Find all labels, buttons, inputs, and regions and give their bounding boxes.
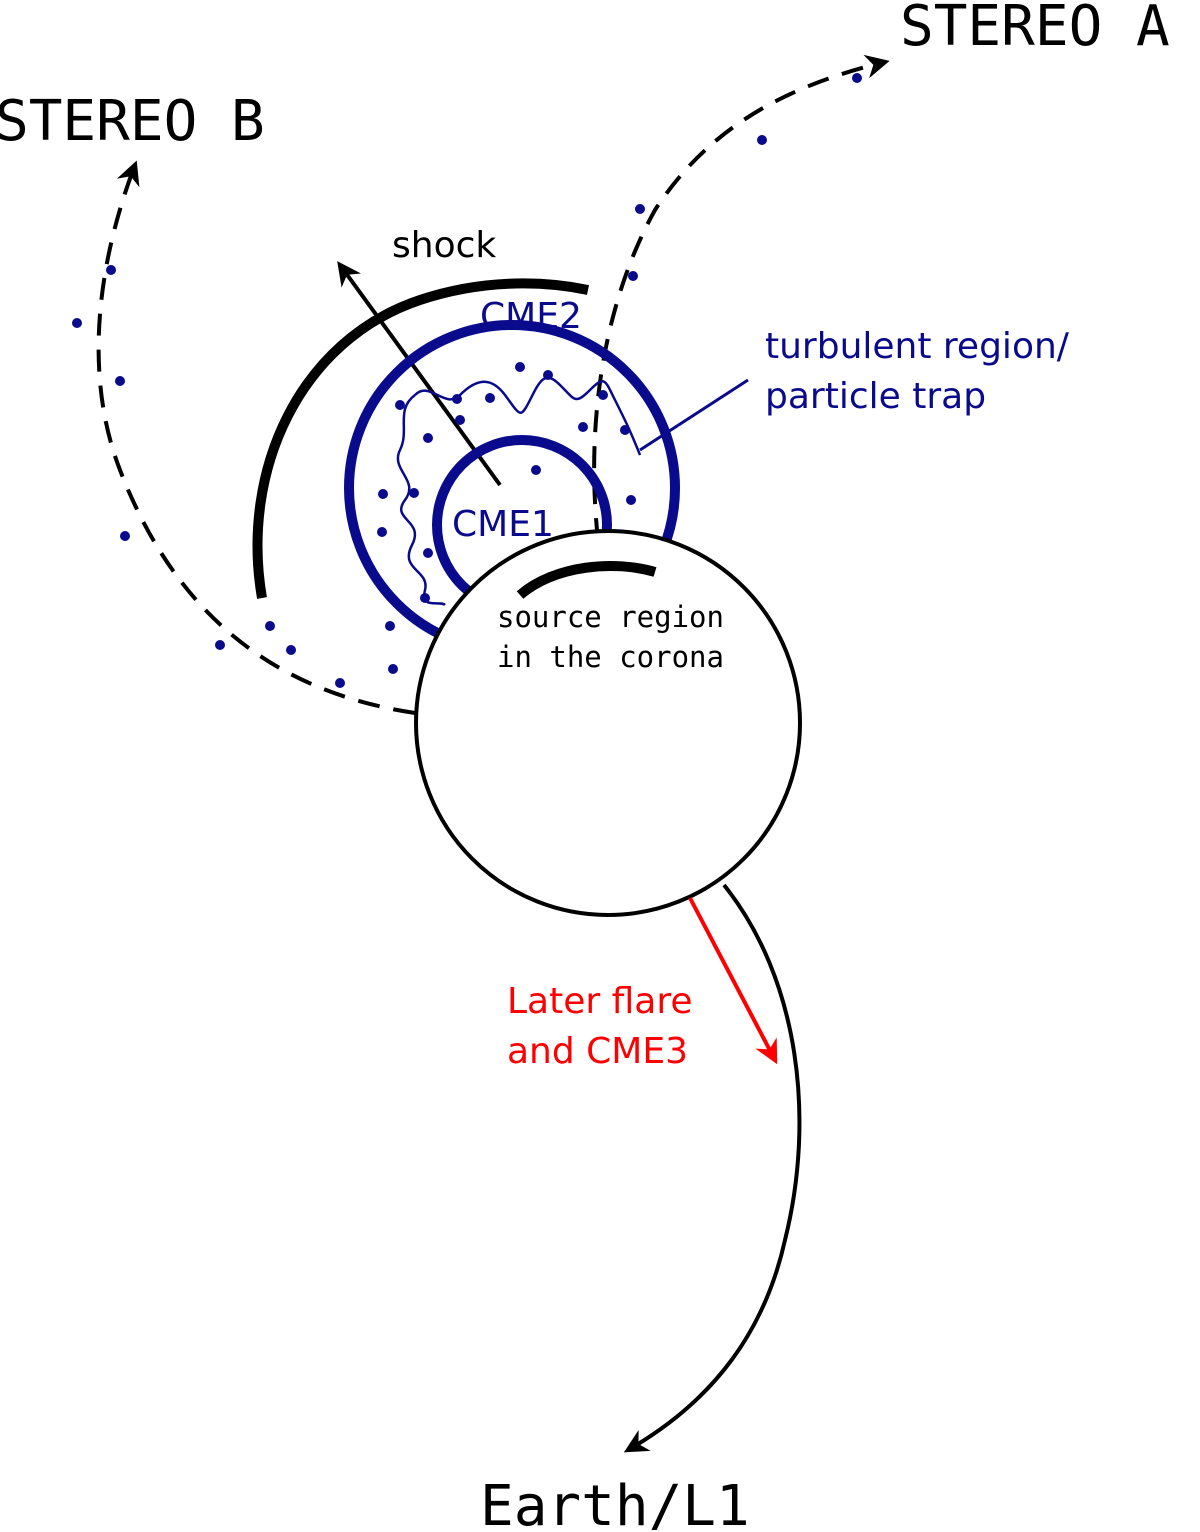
particle-dot [388,664,398,674]
particle-dot [598,390,608,400]
particle-dot [409,488,419,498]
particles [72,73,862,688]
source-region-label-line2: in the corona [497,640,724,674]
source-region-arc [516,560,657,599]
particle-dot [423,433,433,443]
particle-dot [626,495,636,505]
stereo-a-label: STEREO A [900,0,1170,59]
sun [414,529,802,917]
turbulent-field-line [396,376,642,607]
stereo-b-label: STEREO B [0,89,265,154]
particle-dot [378,489,388,499]
particle-dot [106,265,116,275]
particle-dot [757,135,767,145]
particle-dot [635,204,645,214]
particle-dot [852,73,862,83]
particle-dot [286,645,296,655]
particle-dot [335,678,345,688]
turbulent-label-leader [639,378,749,452]
particle-dot [72,318,82,328]
particle-dot [385,621,395,631]
particle-dot [215,640,225,650]
shock-front [252,278,590,599]
particle-dot [120,531,130,541]
particle-dot [115,376,125,386]
particle-dot [515,362,525,372]
particle-dot [423,548,433,558]
turbulent-label-line1: turbulent region/ [765,326,1070,367]
shock-label: shock [392,225,496,266]
particle-dot [377,527,387,537]
particle-dot [420,593,430,603]
particle-dot [531,465,541,475]
particle-dot [395,400,405,410]
earth-field-line [623,883,802,1453]
cme2-label: CME2 [480,296,582,337]
particle-dot [543,370,553,380]
particle-dot [628,271,638,281]
earth-label: Earth/L1 [480,1474,750,1532]
particle-dot [485,393,495,403]
stereo-b-field-line [96,160,416,715]
stereo-a-field-line [592,54,890,541]
particle-dot [620,425,630,435]
flare-label-line1: Later flare [507,981,693,1022]
flare-label-line2: and CME3 [507,1031,688,1072]
particle-dot [578,422,588,432]
particle-dot [265,621,275,631]
turbulent-label-line2: particle trap [765,376,986,417]
source-region-label-line1: source region [497,600,724,634]
flare-arrow [688,897,778,1065]
cme1-label: CME1 [452,504,554,545]
particle-dot [452,394,462,404]
shock-arrow [337,261,502,487]
particle-dot [455,415,465,425]
